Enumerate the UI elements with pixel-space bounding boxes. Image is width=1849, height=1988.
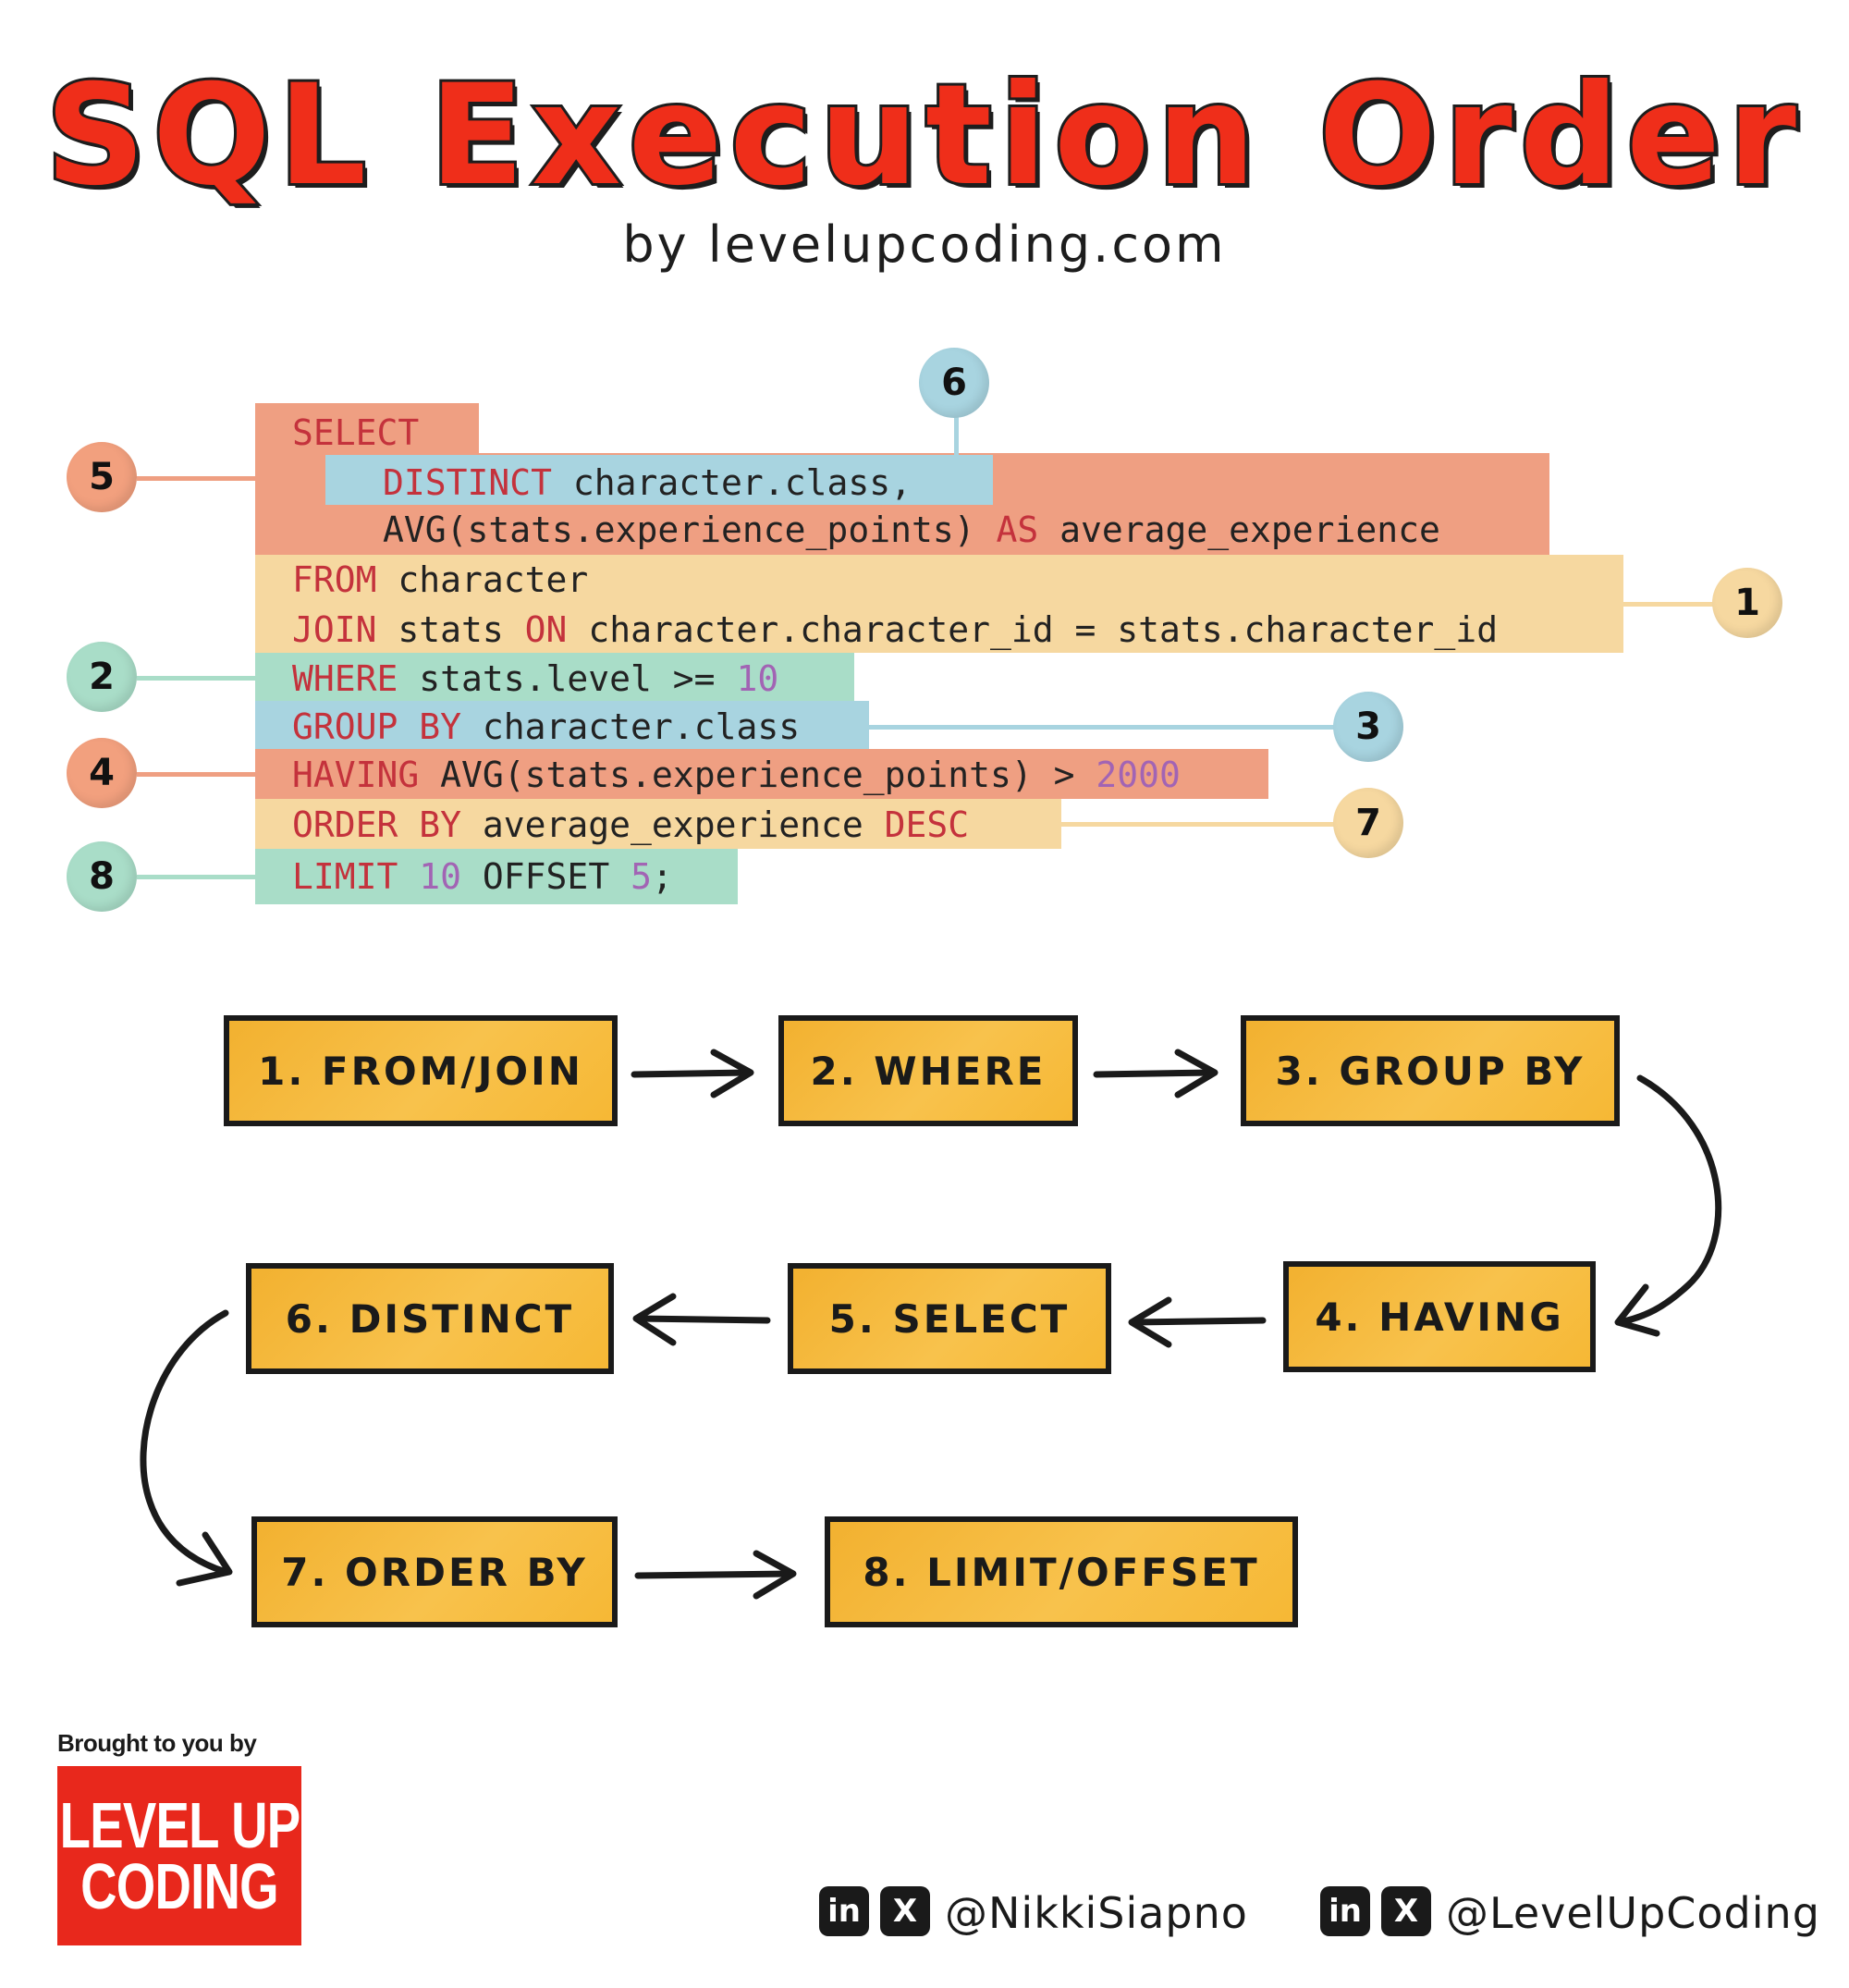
code-line-distinct: DISTINCT character.class, [383, 462, 912, 503]
x-icon[interactable]: X [1381, 1886, 1431, 1936]
band-select [255, 403, 479, 455]
band-group-by [255, 701, 869, 749]
step-where: 2. WHERE [778, 1015, 1078, 1126]
step-group-by: 3. GROUP BY [1241, 1015, 1620, 1126]
arrow-having-to-select [1128, 1296, 1267, 1348]
page-subtitle: by levelupcoding.com [622, 215, 1227, 274]
arrow-group-to-having [1614, 1074, 1722, 1337]
linkedin-icon[interactable]: in [819, 1886, 869, 1936]
leader-line-5 [137, 476, 257, 481]
leader-line-7 [1061, 822, 1341, 827]
code-line-limit: LIMIT 10 OFFSET 5; [292, 856, 673, 897]
step-limit-offset: 8. LIMIT/OFFSET [825, 1516, 1298, 1627]
step-select: 5. SELECT [788, 1263, 1111, 1374]
band-limit [255, 849, 738, 904]
code-line-select: SELECT [292, 412, 420, 453]
code-line-join: JOIN stats ON character.character_id = s… [292, 609, 1499, 650]
page-title: SQL Execution Order [43, 55, 1804, 216]
badge-1: 1 [1712, 568, 1782, 638]
band-order-by [255, 799, 1061, 849]
arrow-from-to-where [631, 1049, 754, 1098]
badge-8: 8 [67, 841, 137, 912]
logo-line-1: LEVEL UP [59, 1788, 300, 1861]
step-distinct: 6. DISTINCT [246, 1263, 614, 1374]
badge-3: 3 [1333, 692, 1403, 762]
band-having [255, 749, 1268, 799]
arrow-order-to-limit [634, 1550, 797, 1600]
leader-line-2 [137, 676, 257, 681]
badge-4: 4 [67, 738, 137, 808]
step-from-join: 1. FROM/JOIN [224, 1015, 618, 1126]
arrow-select-to-distinct [632, 1293, 771, 1346]
leader-line-3 [869, 725, 1341, 730]
band-where [255, 653, 854, 701]
handle-nikki[interactable]: @NikkiSiapno [945, 1888, 1248, 1938]
code-line-where: WHERE stats.level >= 10 [292, 658, 779, 699]
badge-7: 7 [1333, 788, 1403, 858]
arrow-distinct-to-order [140, 1309, 233, 1587]
band-distinct [325, 455, 993, 505]
band-from-join [255, 555, 1623, 653]
step-having: 4. HAVING [1283, 1261, 1596, 1372]
code-line-avg: AVG(stats.experience_points) AS average_… [383, 509, 1440, 550]
leader-line-6 [954, 416, 959, 457]
brought-by-label: Brought to you by [57, 1729, 257, 1757]
badge-6: 6 [919, 348, 989, 418]
code-line-group-by: GROUP BY character.class [292, 706, 801, 747]
linkedin-icon[interactable]: in [1320, 1886, 1370, 1936]
leader-line-1 [1623, 602, 1720, 607]
leader-line-8 [137, 875, 257, 879]
handle-levelupcoding[interactable]: @LevelUpCoding [1446, 1888, 1820, 1938]
arrow-where-to-group [1093, 1049, 1218, 1098]
code-line-from: FROM character [292, 559, 589, 600]
x-icon[interactable]: X [880, 1886, 930, 1936]
badge-2: 2 [67, 642, 137, 712]
leader-line-4 [137, 772, 257, 777]
step-order-by: 7. ORDER BY [251, 1516, 618, 1627]
badge-5: 5 [67, 442, 137, 512]
code-line-having: HAVING AVG(stats.experience_points) > 20… [292, 755, 1181, 795]
logo-line-2: CODING [80, 1850, 278, 1922]
level-up-coding-logo: LEVEL UP CODING [57, 1766, 301, 1945]
code-line-order-by: ORDER BY average_experience DESC [292, 804, 970, 845]
